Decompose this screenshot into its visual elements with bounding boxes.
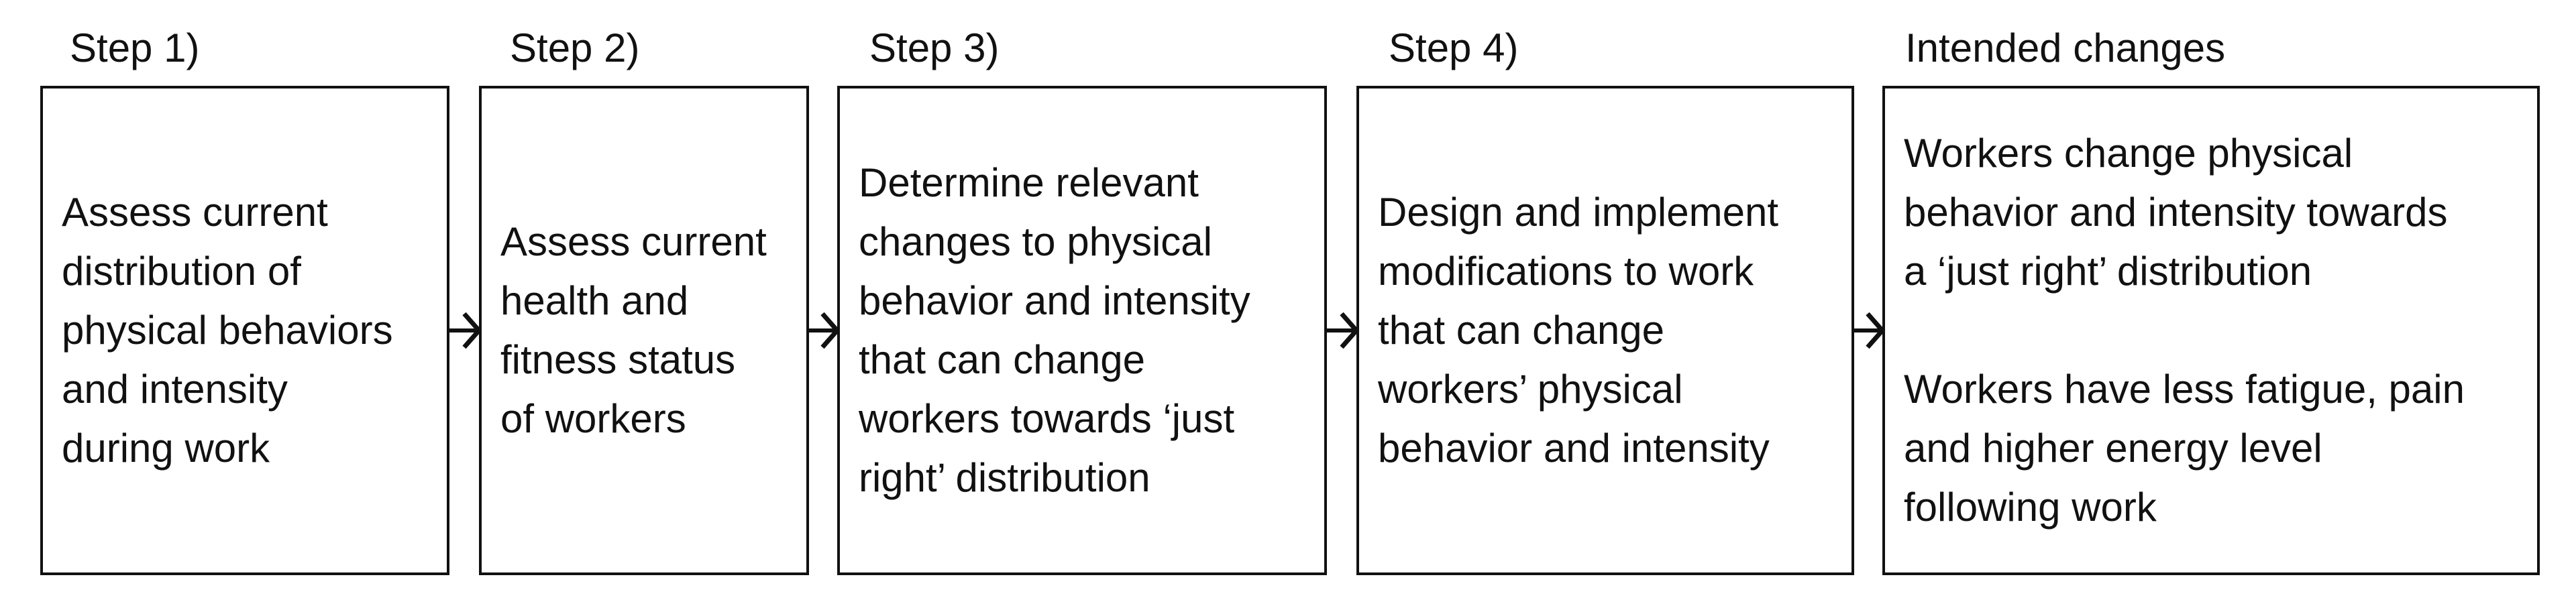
outcome-heading: Intended changes [1905, 25, 2226, 70]
step-2-text: Assess current health and fitness status… [500, 219, 767, 441]
step-4-box: Design and implement modifications to wo… [1356, 86, 1854, 575]
arrow-right-icon [1326, 307, 1359, 354]
step-3-heading: Step 3) [869, 25, 1000, 70]
outcome-box: Workers change physical behavior and int… [1882, 86, 2540, 575]
step-3-text: Determine relevant changes to physical b… [859, 160, 1250, 500]
arrow-right-icon [448, 307, 482, 354]
outcome-paragraph-2: Workers have less fatigue, pain and high… [1904, 367, 2465, 530]
step-2-box: Assess current health and fitness status… [479, 86, 809, 575]
step-1-box: Assess current distribution of physical … [40, 86, 449, 575]
step-2-heading: Step 2) [510, 25, 640, 70]
step-3-box: Determine relevant changes to physical b… [837, 86, 1327, 575]
arrow-right-icon [1853, 307, 1885, 354]
step-1-heading: Step 1) [70, 25, 200, 70]
arrow-right-icon [808, 307, 840, 354]
step-4-heading: Step 4) [1389, 25, 1519, 70]
step-1-text: Assess current distribution of physical … [62, 190, 393, 471]
outcome-paragraph-1: Workers change physical behavior and int… [1904, 131, 2448, 294]
step-4-text: Design and implement modifications to wo… [1378, 190, 1778, 471]
